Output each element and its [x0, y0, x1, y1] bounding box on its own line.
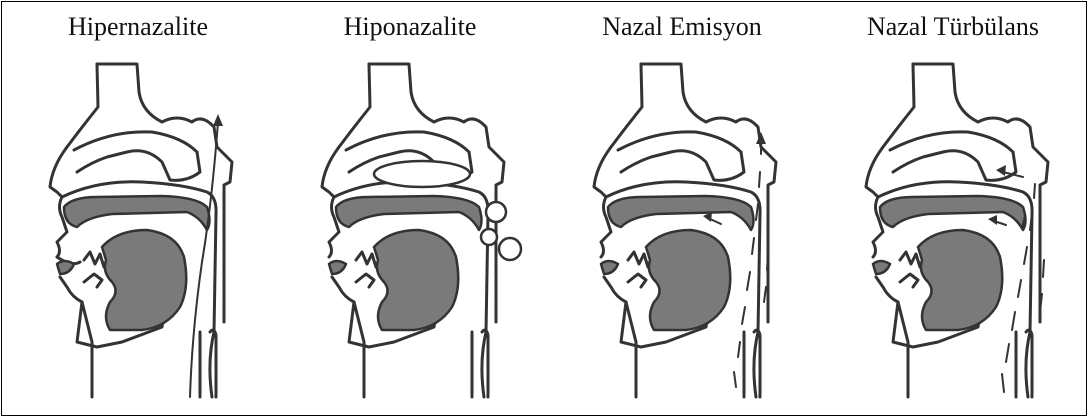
tongue: [646, 230, 730, 330]
panel-hyponasality: Hiponazalite: [274, 2, 546, 417]
arrowhead: [988, 215, 997, 225]
panel-nasal-emission: Nazal Emisyon: [546, 2, 818, 417]
lip: [601, 261, 618, 274]
palate-tissue: [608, 196, 754, 230]
arrowhead: [756, 132, 766, 144]
lip: [873, 261, 890, 274]
tonsil: [486, 202, 506, 222]
airflow-dashes: [734, 142, 768, 387]
panel-hypernasality: Hipernazalite: [2, 2, 274, 417]
head-profile-diagram: [274, 2, 546, 417]
tongue: [918, 230, 1002, 330]
arrowhead: [213, 114, 223, 126]
head-profile-diagram: [2, 2, 274, 417]
head-profile-diagram: [546, 2, 818, 417]
tongue: [374, 230, 458, 330]
tonsil: [499, 238, 521, 260]
adenoid-obstruction: [374, 161, 470, 187]
tonsil: [481, 229, 497, 245]
head-profile-diagram: [818, 2, 1088, 417]
arrowhead: [996, 165, 1006, 176]
palate-tissue: [64, 196, 210, 230]
lip: [57, 261, 74, 274]
panel-nasal-turbulence: Nazal Türbülans: [818, 2, 1088, 417]
palate-tissue: [336, 196, 482, 230]
lip: [329, 261, 346, 274]
tongue: [102, 230, 186, 330]
